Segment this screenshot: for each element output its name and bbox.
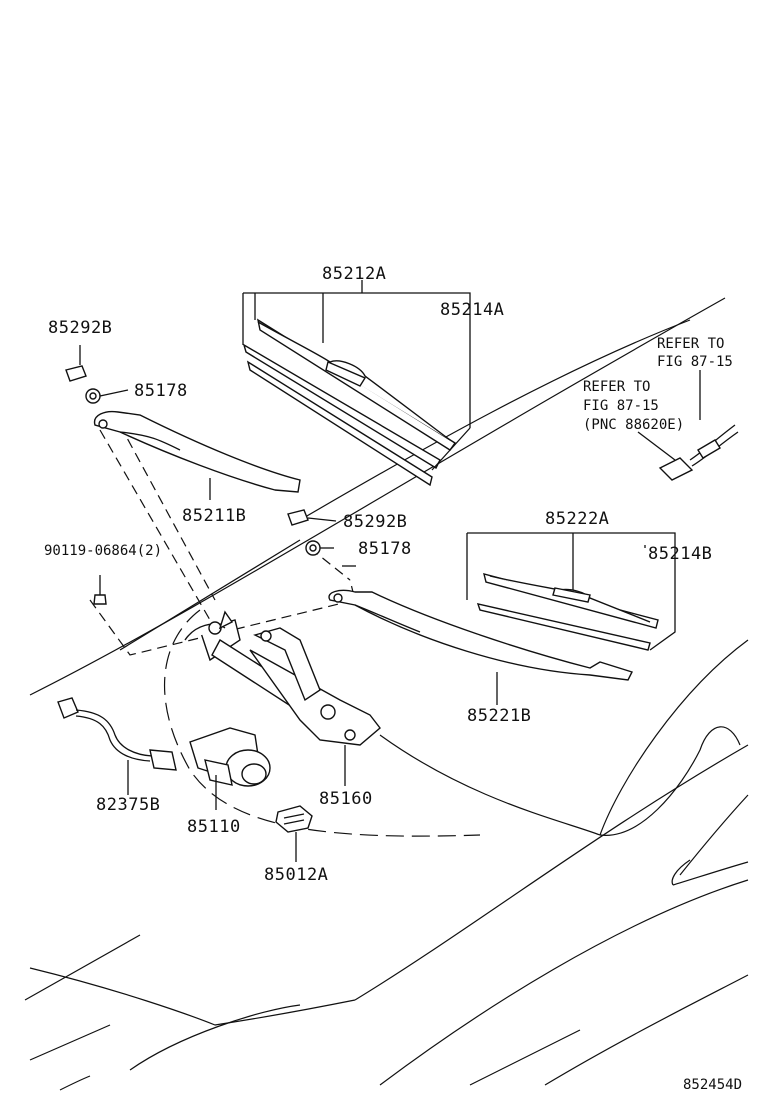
wiper-link-85160[interactable] bbox=[184, 610, 381, 746]
refer-lower-line3: (PNC 88620E) bbox=[583, 417, 684, 433]
label-85292B-top: 85292B bbox=[48, 318, 112, 338]
wiper-motor-85110[interactable] bbox=[189, 727, 271, 787]
label-90119-06864: 90119-06864(2) bbox=[44, 543, 162, 559]
label-82375B: 82375B bbox=[96, 795, 160, 815]
label-85292B-mid: 85292B bbox=[343, 512, 407, 532]
vehicle-body-outline bbox=[24, 297, 749, 1091]
washer-nozzle-ref[interactable] bbox=[658, 424, 739, 481]
assembly-dashed-lines bbox=[89, 424, 481, 837]
cap-85292B-mid[interactable] bbox=[287, 509, 309, 526]
label-85214A: 85214A bbox=[440, 300, 504, 320]
label-85178-top: 85178 bbox=[134, 381, 188, 401]
label-85212A: 85212A bbox=[322, 264, 386, 284]
label-85211B: 85211B bbox=[182, 506, 246, 526]
label-85178-mid: 85178 bbox=[358, 539, 412, 559]
cap-85292B-top[interactable] bbox=[65, 365, 87, 382]
wiper-arm-85221B[interactable] bbox=[328, 589, 633, 681]
refer-upper-line1: REFER TO bbox=[657, 336, 724, 352]
label-85110: 85110 bbox=[187, 817, 241, 837]
label-85214B: 85214B bbox=[648, 544, 712, 564]
refer-lower-line2: FIG 87-15 bbox=[583, 398, 659, 414]
leader-lines bbox=[79, 280, 701, 862]
nut-85178-mid[interactable] bbox=[305, 540, 321, 556]
part-labels: 85212A 85214A 85292B 85178 85211B 85292B… bbox=[44, 264, 742, 1093]
connector-85012A[interactable] bbox=[275, 805, 313, 833]
label-85012A: 85012A bbox=[264, 865, 328, 885]
wiper-blade-85212A[interactable] bbox=[242, 318, 457, 487]
label-85221B: 85221B bbox=[467, 706, 531, 726]
label-85160: 85160 bbox=[319, 789, 373, 809]
figure-code: 852454D bbox=[683, 1077, 742, 1093]
wiper-arm-85211B[interactable] bbox=[93, 410, 301, 493]
nut-85178-top[interactable] bbox=[85, 388, 101, 404]
refer-lower-line1: REFER TO bbox=[583, 379, 650, 395]
bolt-90119-06864[interactable] bbox=[93, 575, 107, 605]
wire-harness-82375B[interactable] bbox=[57, 697, 177, 771]
label-85222A: 85222A bbox=[545, 509, 609, 529]
refer-upper-line2: FIG 87-15 bbox=[657, 354, 733, 370]
wiper-blade-85222A[interactable] bbox=[476, 573, 659, 651]
